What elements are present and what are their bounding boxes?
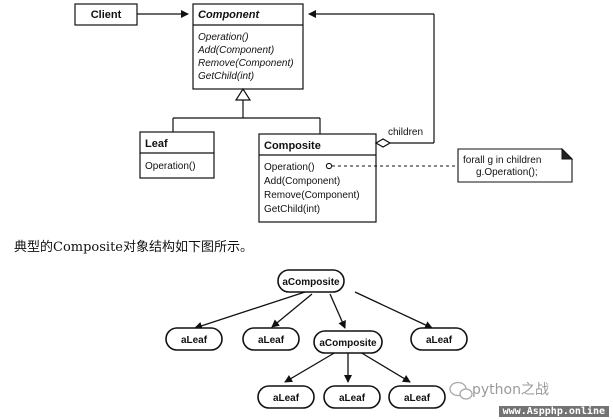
- tree-node-composite-label: aComposite: [319, 338, 377, 349]
- composite-op-4: GetChild(int): [264, 204, 320, 215]
- note-box: forall g in children g.Operation();: [457, 147, 574, 183]
- tree-edges: [194, 291, 433, 383]
- tree-root-label: aComposite: [282, 277, 340, 288]
- tree-node-leaf-4: aLeaf: [257, 385, 315, 409]
- component-name: Component: [198, 9, 260, 21]
- component-class: Component Operation() Add(Component) Rem…: [192, 3, 304, 90]
- tree-node-leaf-3-label: aLeaf: [426, 335, 453, 346]
- tree-node-leaf-5-label: aLeaf: [339, 393, 366, 404]
- client-class: Client: [74, 3, 138, 26]
- tree-node-leaf-1: aLeaf: [165, 327, 223, 351]
- caption-text: 典型的Composite对象结构如下图所示。: [14, 240, 253, 255]
- watermark-brand: python之战: [472, 382, 549, 398]
- leaf-op-1: Operation(): [145, 161, 196, 172]
- children-label: children: [388, 127, 423, 138]
- tree-node-leaf-2-label: aLeaf: [258, 335, 285, 346]
- tree-node-leaf-2: aLeaf: [242, 327, 300, 351]
- leaf-name: Leaf: [145, 138, 168, 150]
- tree-node-leaf-1-label: aLeaf: [181, 335, 208, 346]
- composite-op-3: Remove(Component): [264, 190, 360, 201]
- wechat-icon: [449, 381, 473, 400]
- tree-root-node: aComposite: [277, 269, 345, 293]
- note-line-2: g.Operation();: [476, 167, 538, 178]
- tree-node-leaf-3: aLeaf: [410, 327, 468, 351]
- leaf-class: Leaf Operation(): [139, 131, 215, 179]
- component-op-1: Operation(): [198, 32, 249, 43]
- client-label: Client: [91, 9, 122, 21]
- tree-node-composite: aComposite: [313, 330, 383, 354]
- component-op-2: Add(Component): [197, 45, 274, 56]
- inheritance-edges: [172, 87, 321, 134]
- children-aggregation: [308, 10, 435, 148]
- watermark-site: www.Aspphp.online: [498, 406, 609, 417]
- composite-class: Composite Operation() Add(Component) Rem…: [258, 133, 377, 223]
- tree-node-leaf-5: aLeaf: [323, 385, 381, 409]
- composite-op-1: Operation(): [264, 162, 315, 173]
- tree-node-leaf-6: aLeaf: [388, 385, 446, 409]
- component-op-4: GetChild(int): [198, 71, 254, 82]
- note-line-1: forall g in children: [463, 155, 541, 166]
- composite-name: Composite: [264, 140, 321, 152]
- composite-op-2: Add(Component): [264, 176, 340, 187]
- note-anchor-icon: [325, 162, 333, 170]
- tree-node-leaf-4-label: aLeaf: [273, 393, 300, 404]
- tree-node-leaf-6-label: aLeaf: [404, 393, 431, 404]
- component-op-3: Remove(Component): [198, 58, 294, 69]
